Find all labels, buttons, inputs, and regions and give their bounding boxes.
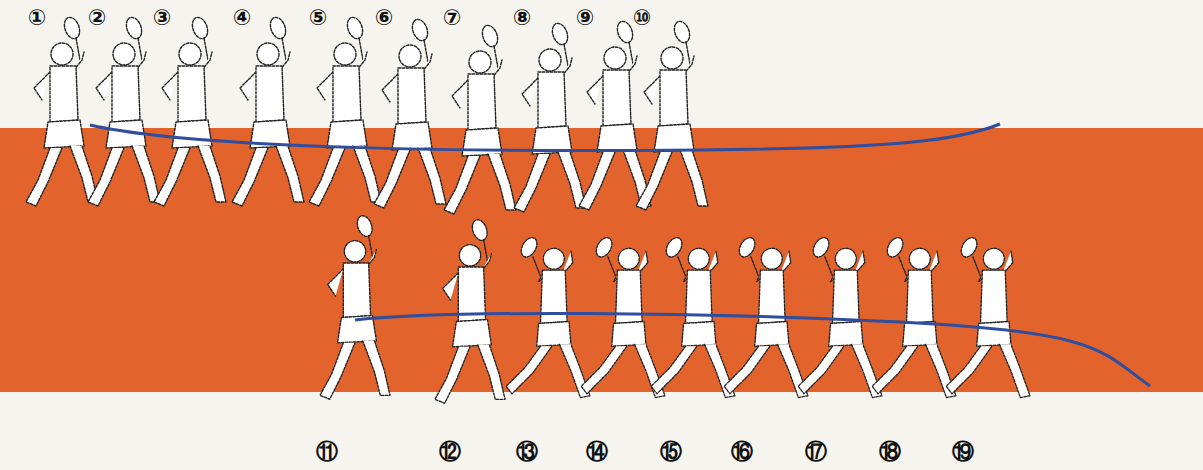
callout-number: ⑯ (731, 441, 753, 463)
callout-number: ⑰ (805, 441, 827, 463)
callout-number: ⑥ (375, 7, 394, 29)
callout-number: ⑨ (576, 7, 595, 29)
callout-number: ⑭ (586, 441, 608, 463)
callout-number: ⑩ (633, 7, 652, 29)
trajectory-line (90, 124, 1000, 151)
callout-number: ⑱ (879, 441, 901, 463)
callout-number: ③ (153, 7, 172, 29)
callout-number: ④ (233, 7, 252, 29)
callout-number: ⑧ (513, 7, 532, 29)
callout-number: ⑤ (309, 7, 328, 29)
callout-number: ⑬ (516, 441, 538, 463)
trajectory-line (355, 313, 1150, 386)
callout-number: ⑲ (952, 441, 974, 463)
callout-number: ⑦ (443, 7, 462, 29)
callout-number: ⑫ (439, 441, 461, 463)
callout-number: ⑪ (316, 441, 338, 463)
bottom-figures (320, 214, 1030, 404)
top-figures (26, 15, 708, 214)
callout-number: ② (88, 7, 107, 29)
callout-number: ⑮ (660, 441, 682, 463)
callout-number: ① (28, 7, 47, 29)
